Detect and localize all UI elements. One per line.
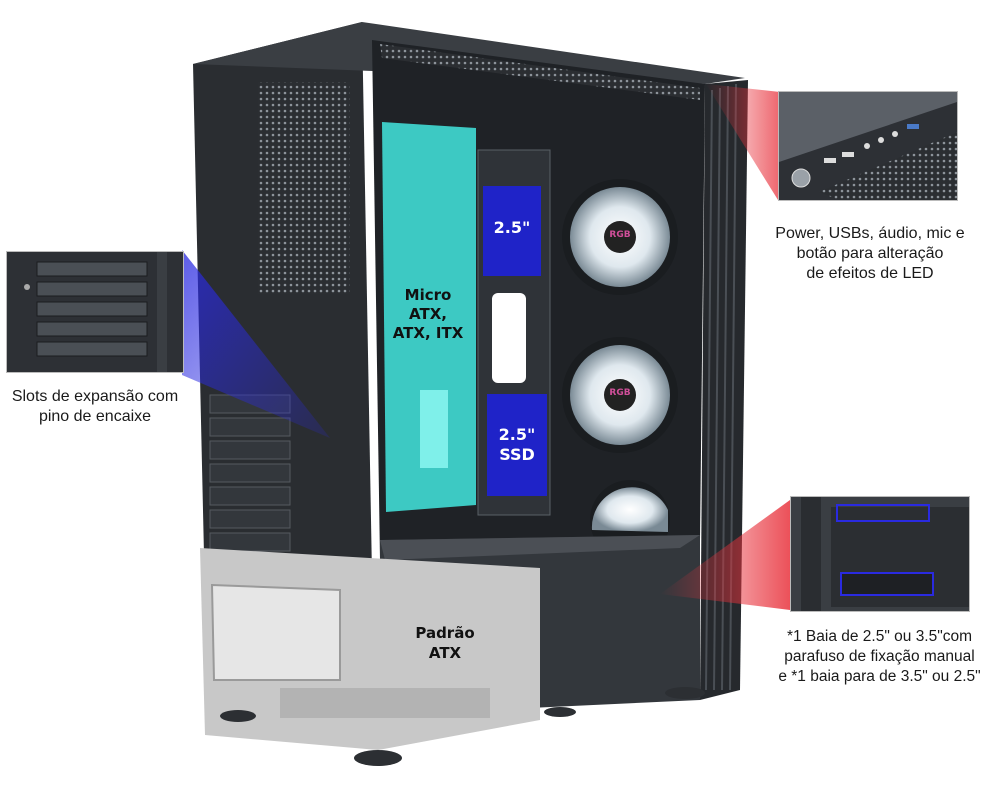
case-feet <box>220 687 705 766</box>
drive-bays-inset <box>790 496 970 612</box>
fan-logo-2: RGB <box>605 388 635 398</box>
bay-bottom-highlight <box>487 394 547 496</box>
expansion-slots-callout-line-1: Slots de expansão com <box>11 388 179 405</box>
expansion-slots-callout-line-2: pino de encaixe <box>38 408 152 425</box>
usb-c-port-icon <box>907 124 919 129</box>
front-io-callout-line-2: botão para alteração <box>796 245 944 262</box>
motherboard-tag-line-2: ATX, <box>409 305 447 323</box>
fan-logo-1-text: RGB <box>609 230 631 240</box>
front-io-callout: Power, USBs, áudio, mic e botão para alt… <box>752 224 988 284</box>
bay-outline-bottom <box>840 572 934 596</box>
bay-outline-top <box>836 504 930 522</box>
fan-logo-1: RGB <box>605 230 635 240</box>
drive-bays-callout-line-3: e *1 baia para de 3.5" ou 2.5" <box>778 668 981 685</box>
expansion-slot-covers <box>209 394 291 552</box>
rgb-fan-1 <box>562 179 678 295</box>
motherboard-area-highlight <box>382 122 476 512</box>
drive-tray-cutout <box>492 293 526 383</box>
rear-mesh <box>258 82 350 294</box>
expansion-slots-inset <box>6 251 184 373</box>
bay-bottom-tag-line-2: SSD <box>499 445 535 464</box>
bay-bottom-tag-line-1: 2.5" <box>498 425 536 444</box>
psu-tag-line-2: ATX <box>428 644 462 662</box>
psu-tag: Padrão ATX <box>405 623 485 663</box>
top-mesh-vent <box>380 44 700 100</box>
bay-top-highlight <box>483 186 541 276</box>
front-io-callout-line-1: Power, USBs, áudio, mic e <box>775 225 965 242</box>
expansion-slots-callout: Slots de expansão com pino de encaixe <box>0 387 190 427</box>
psu-tag-line-1: Padrão <box>415 624 475 642</box>
led-button-icon <box>892 131 898 137</box>
expansion-slot-pointer <box>182 250 330 438</box>
bay-top-tag-text: 2.5" <box>493 218 531 237</box>
drive-bay-pointer <box>660 500 790 610</box>
front-io-callout-line-3: de efeitos de LED <box>806 265 934 282</box>
motherboard-tag-line-1: Micro <box>404 286 452 304</box>
drive-bays-callout: *1 Baia de 2.5" ou 3.5"com parafuso de f… <box>758 627 1001 687</box>
slot-pin-icon <box>24 284 30 290</box>
motherboard-tag: Micro ATX, ATX, ITX <box>388 286 468 343</box>
motherboard-tag-line-3: ATX, ITX <box>392 324 464 342</box>
front-io-inset <box>778 91 958 201</box>
usb-port-icon <box>842 152 854 157</box>
drive-bays-callout-line-2: parafuso de fixação manual <box>784 648 975 665</box>
front-io-pointer <box>706 84 780 200</box>
psu-opening <box>210 583 341 681</box>
bay-top-tag: 2.5" <box>483 218 541 237</box>
mic-jack-icon <box>878 137 884 143</box>
fan-logo-2-text: RGB <box>609 388 631 398</box>
rgb-fan-2 <box>562 337 678 453</box>
audio-jack-icon <box>864 143 870 149</box>
psu-vent <box>280 688 490 718</box>
power-button-icon <box>791 168 811 188</box>
drive-bays-callout-line-1: *1 Baia de 2.5" ou 3.5"com <box>786 628 973 645</box>
psu-shroud-top <box>380 535 700 560</box>
bay-bottom-tag: 2.5" SSD <box>487 425 547 465</box>
motherboard-cutout <box>420 390 448 468</box>
usb-port-icon <box>824 158 836 163</box>
